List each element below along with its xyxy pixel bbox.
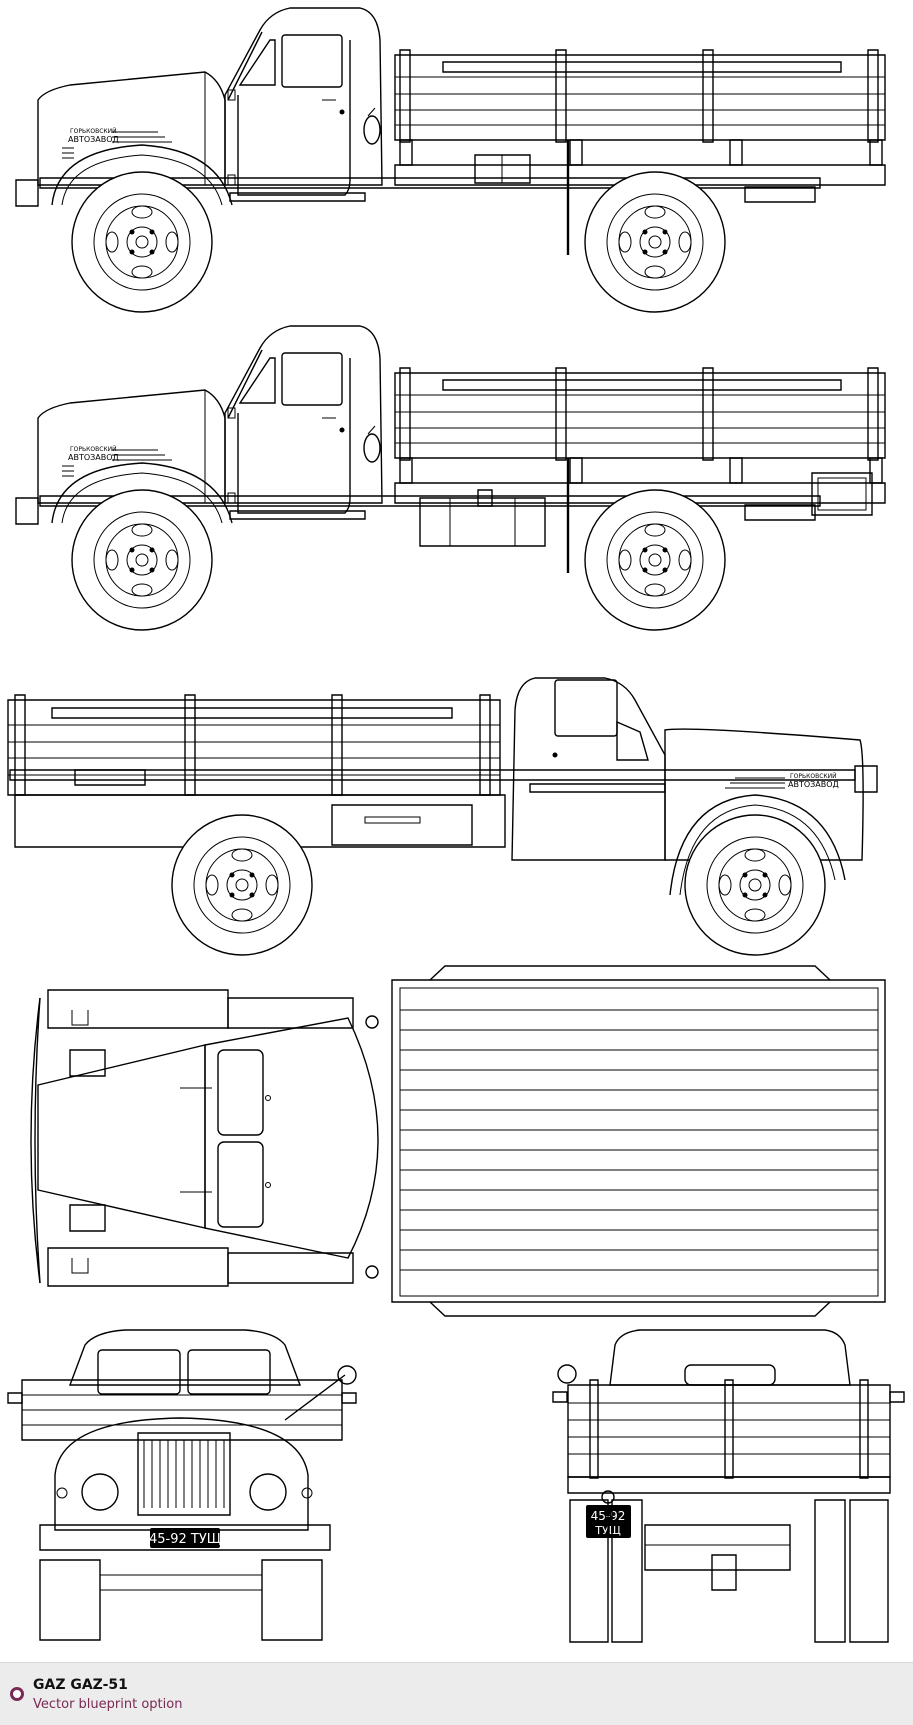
caption-subtitle: Vector blueprint option — [33, 1697, 183, 1712]
blueprint-drawing: ГОРЬКОВСКИЙ АВТОЗАВОД — [7, 0, 913, 1662]
top-view — [31, 966, 885, 1316]
caption-bar: GAZ GAZ-51 Vector blueprint option — [0, 1662, 913, 1725]
side-view-right — [8, 678, 877, 955]
side-view-left — [16, 8, 885, 312]
front-view: 45-92 ТУЩ — [8, 1330, 356, 1640]
circle-badge-icon — [10, 1687, 24, 1701]
svg-text:45-92 ТУЩ: 45-92 ТУЩ — [149, 1532, 221, 1547]
caption-title: GAZ GAZ-51 — [33, 1677, 128, 1693]
rear-view: 45-92 ТУЩ — [553, 1330, 904, 1642]
side-view-left-tank — [16, 326, 885, 630]
